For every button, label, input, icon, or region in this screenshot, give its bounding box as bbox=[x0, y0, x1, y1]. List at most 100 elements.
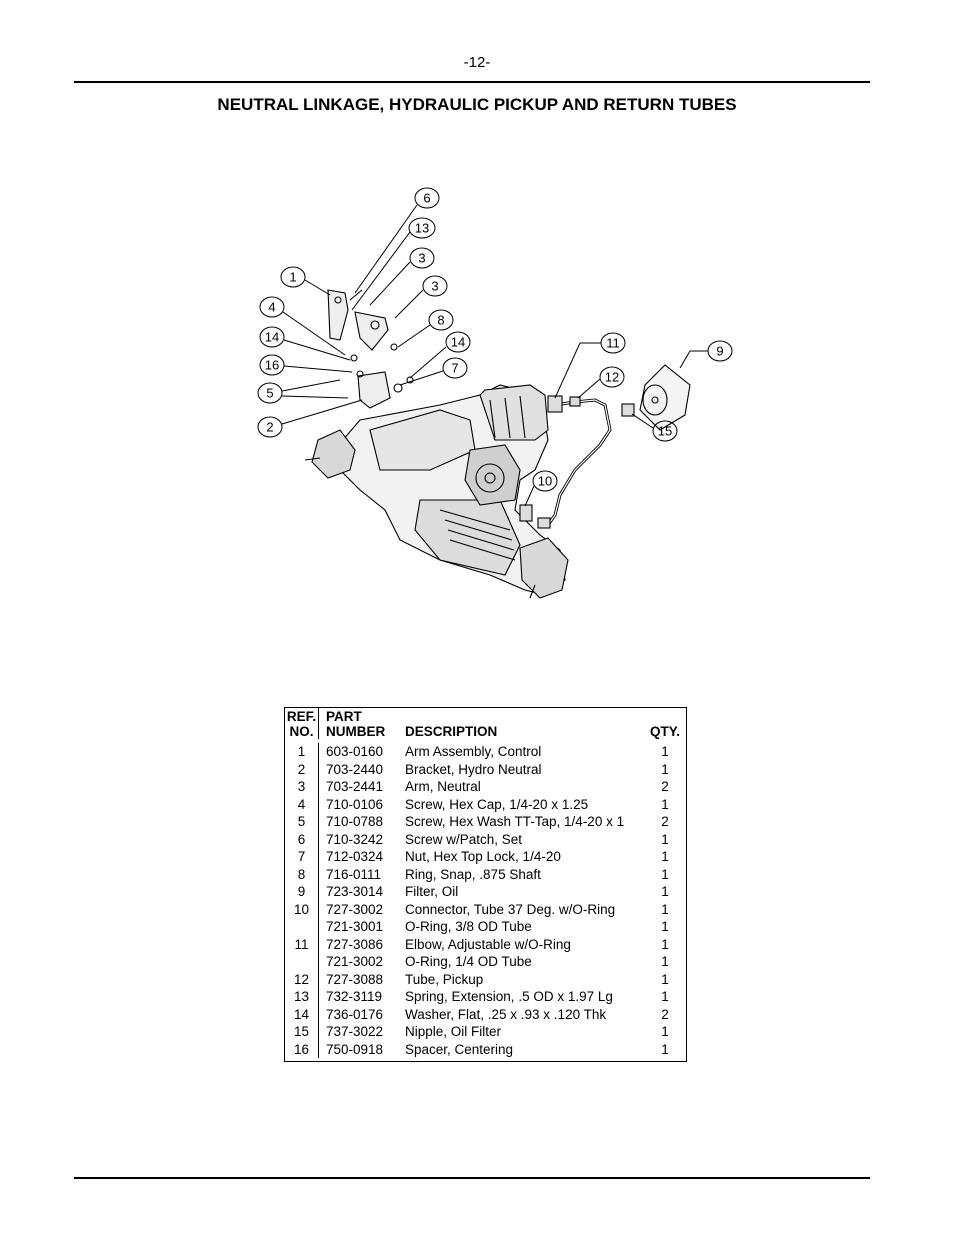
callouts bbox=[257, 187, 733, 507]
qty-cell: 1 bbox=[661, 831, 669, 847]
page-number: -12- bbox=[463, 54, 491, 71]
callout-label: 5 bbox=[266, 386, 273, 401]
ref-no-cell: 4 bbox=[285, 795, 319, 813]
footer-rule bbox=[74, 1177, 870, 1179]
part-number-cell: 721-3001 bbox=[326, 919, 384, 934]
callout-label: 1 bbox=[289, 270, 296, 285]
ref-no-cell: 16 bbox=[285, 1040, 319, 1058]
qty-cell: 2 bbox=[661, 1006, 669, 1022]
qty-cell: 2 bbox=[661, 779, 669, 794]
description-cell: Ring, Snap, .875 Shaft bbox=[405, 866, 541, 882]
ref-no-cell: 3 bbox=[285, 778, 319, 796]
ref-no-cell: 5 bbox=[285, 813, 319, 831]
page-title: NEUTRAL LINKAGE, HYDRAULIC PICKUP AND RE… bbox=[217, 95, 737, 114]
ref-no-cell bbox=[285, 918, 319, 936]
ref-no-cell: 13 bbox=[285, 988, 319, 1006]
description-cell: Screw, Hex Cap, 1/4-20 x 1.25 bbox=[405, 796, 589, 812]
hydraulic-tubes bbox=[519, 395, 612, 529]
description-cell: O-Ring, 1/4 OD Tube bbox=[405, 954, 532, 969]
callout-label: 7 bbox=[451, 361, 458, 376]
table-row: 13 732-3119 Spring, Extension, .5 OD x 1.9… bbox=[285, 988, 686, 1006]
exploded-parts-diagram: 6 13 3 1 3 4 8 14 14 7 16 5 2 11 12 9 15… bbox=[257, 187, 733, 599]
parts-table-header: REF. NO. PART NUMBER DESCRIPTION QTY. bbox=[285, 708, 686, 743]
qty-cell: 1 bbox=[661, 1041, 669, 1057]
oil-filter bbox=[621, 364, 691, 431]
table-row: 15 737-3022 Nipple, Oil Filter 1 bbox=[285, 1023, 686, 1041]
ref-no-cell: 14 bbox=[285, 1005, 319, 1023]
callout-label: 13 bbox=[415, 221, 429, 236]
qty-cell: 1 bbox=[661, 884, 669, 899]
part-number-cell: 703-2441 bbox=[326, 779, 384, 794]
transaxle-illustration bbox=[304, 384, 569, 599]
qty-cell: 1 bbox=[661, 761, 669, 777]
part-number-cell: 736-0176 bbox=[326, 1006, 384, 1022]
qty-cell: 1 bbox=[661, 901, 669, 917]
callout-label: 3 bbox=[418, 251, 425, 266]
description-cell: Screw, Hex Wash TT-Tap, 1/4-20 x 1 bbox=[405, 814, 625, 829]
description-cell: Elbow, Adjustable w/O-Ring bbox=[405, 936, 571, 952]
qty-cell: 1 bbox=[661, 744, 669, 759]
callout-label: 10 bbox=[538, 474, 552, 489]
table-row: 11 727-3086 Elbow, Adjustable w/O-Ring 1 bbox=[285, 935, 686, 953]
description-cell: Screw w/Patch, Set bbox=[405, 831, 523, 847]
ref-no-cell: 10 bbox=[285, 900, 319, 918]
ref-no-header: REF. NO. bbox=[285, 708, 319, 739]
ref-no-cell bbox=[285, 953, 319, 971]
part-number-cell: 710-3242 bbox=[326, 831, 384, 847]
part-number-cell: 710-0106 bbox=[326, 796, 384, 812]
description-cell: Filter, Oil bbox=[405, 884, 459, 899]
ref-no-cell: 11 bbox=[285, 935, 319, 953]
ref-header-line2: NO. bbox=[289, 723, 314, 739]
ref-no-cell: 7 bbox=[285, 848, 319, 866]
callout-label: 9 bbox=[716, 344, 723, 359]
description-cell: Arm Assembly, Control bbox=[405, 744, 542, 759]
description-header: DESCRIPTION bbox=[405, 708, 646, 739]
description-cell: Nipple, Oil Filter bbox=[405, 1024, 502, 1039]
qty-cell: 1 bbox=[661, 1024, 669, 1039]
qty-header-text: QTY. bbox=[649, 723, 680, 739]
description-header-text: DESCRIPTION bbox=[405, 723, 498, 739]
callout-label: 6 bbox=[423, 191, 430, 206]
qty-cell: 1 bbox=[661, 866, 669, 882]
part-header-line2: NUMBER bbox=[326, 723, 386, 739]
ref-header-line1: REF. bbox=[286, 709, 317, 724]
description-cell: Spring, Extension, .5 OD x 1.97 Lg bbox=[405, 989, 613, 1004]
table-row: 1 603-0160 Arm Assembly, Control 1 bbox=[285, 743, 686, 761]
part-number-cell: 603-0160 bbox=[326, 744, 384, 759]
part-number-cell: 716-0111 bbox=[326, 866, 382, 882]
qty-cell: 1 bbox=[661, 954, 669, 969]
part-number-cell: 727-3086 bbox=[326, 936, 384, 952]
ref-no-cell: 15 bbox=[285, 1023, 319, 1041]
part-number-cell: 727-3002 bbox=[326, 901, 384, 917]
description-cell: Washer, Flat, .25 x .93 x .120 Thk bbox=[405, 1006, 607, 1022]
part-number-cell: 732-3119 bbox=[326, 989, 383, 1004]
callout-label: 11 bbox=[606, 336, 620, 351]
description-cell: Bracket, Hydro Neutral bbox=[405, 761, 542, 777]
part-number-cell: 750-0918 bbox=[326, 1041, 384, 1057]
callout-label: 8 bbox=[437, 313, 444, 328]
qty-cell: 2 bbox=[661, 814, 669, 829]
callout-label: 15 bbox=[658, 424, 672, 439]
part-number-cell: 723-3014 bbox=[326, 884, 384, 899]
qty-cell: 1 bbox=[661, 971, 669, 987]
part-number-cell: 737-3022 bbox=[326, 1024, 384, 1039]
description-cell: Connector, Tube 37 Deg. w/O-Ring bbox=[405, 901, 616, 917]
callout-label: 14 bbox=[265, 330, 279, 345]
qty-cell: 1 bbox=[661, 919, 669, 934]
callout-label: 4 bbox=[268, 300, 275, 315]
ref-no-cell: 1 bbox=[285, 743, 319, 761]
part-number-cell: 703-2440 bbox=[326, 761, 384, 777]
callout-label: 14 bbox=[451, 335, 465, 350]
qty-cell: 1 bbox=[661, 936, 669, 952]
